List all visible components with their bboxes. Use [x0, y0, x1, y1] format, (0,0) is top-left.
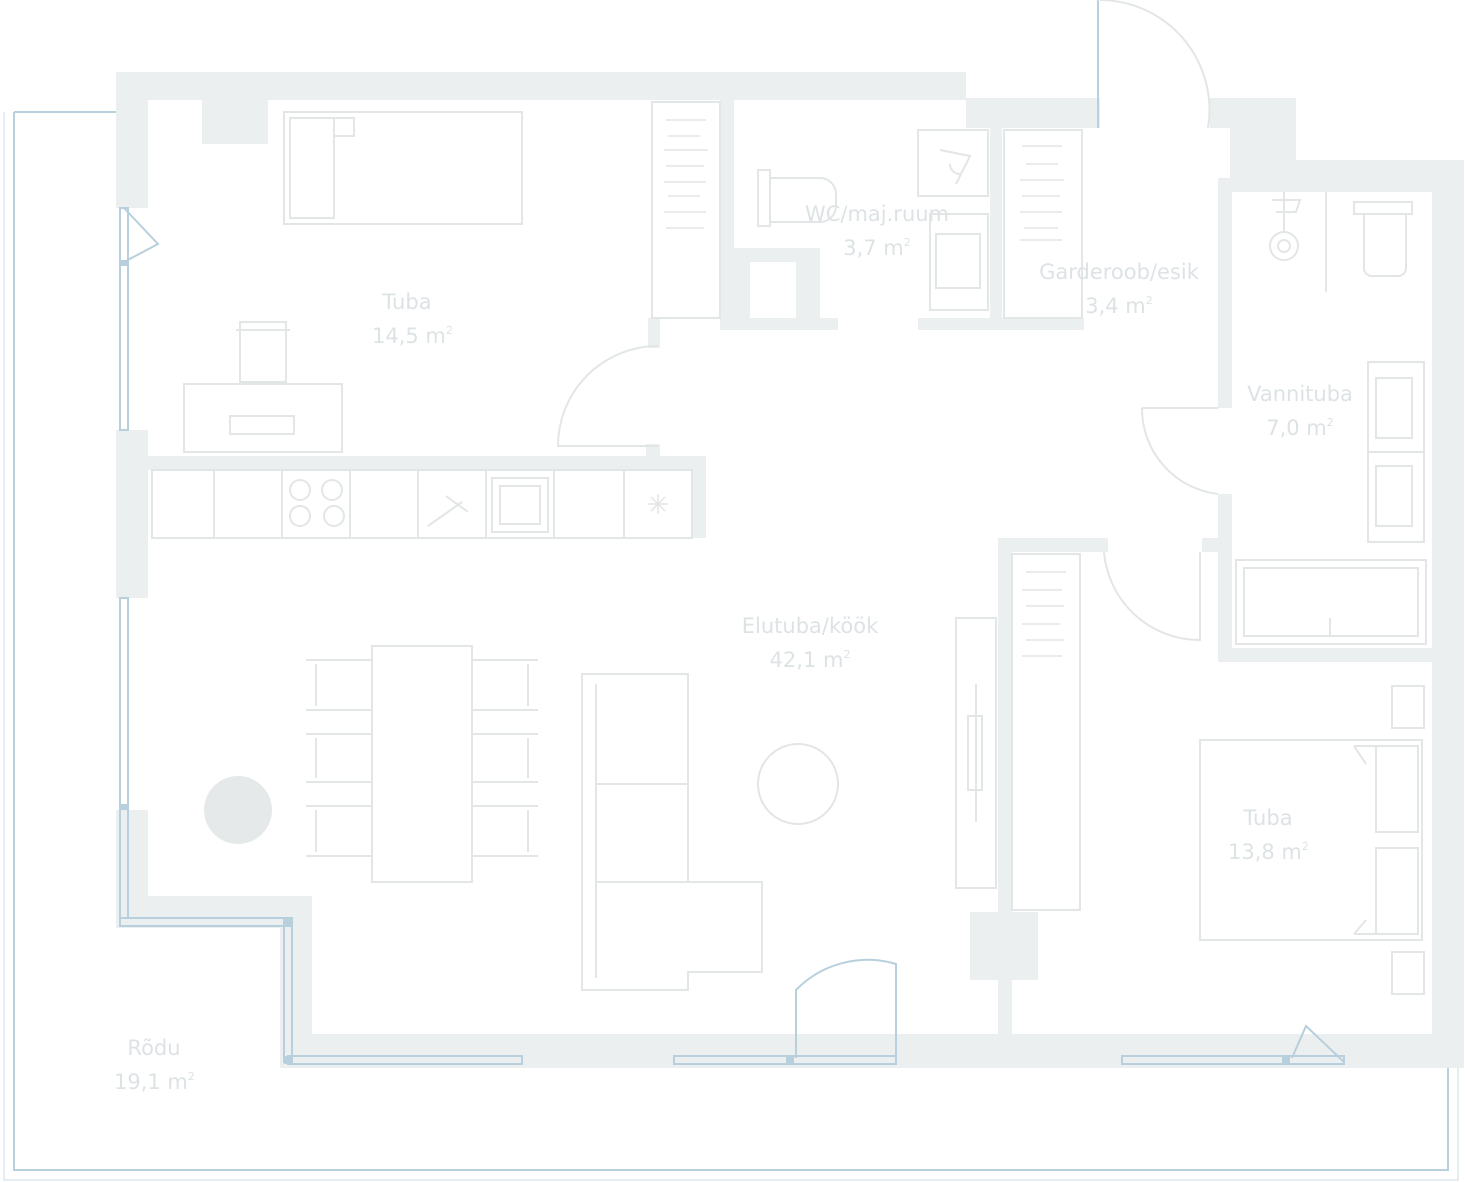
room-label-tuba-1: Tuba 14,5 m2: [372, 290, 453, 348]
room-name: Tuba: [1243, 806, 1293, 830]
room-area: 14,5 m2: [372, 324, 453, 348]
room-label-wc: WC/maj.ruum 3,7 m2: [804, 204, 950, 259]
room-area: 3,7 m2: [843, 236, 911, 260]
room-name: Vannituba: [1247, 382, 1353, 406]
kitchen-counter: [151, 469, 693, 539]
bathroom-furniture: [1235, 192, 1427, 645]
room-label-garderoob: Garderoob/esik 3,4 m2: [1034, 262, 1204, 317]
room-name: Garderoob/esik: [1039, 260, 1199, 284]
exterior-walls: [116, 72, 1464, 1068]
wc-furniture: [757, 129, 989, 311]
windows: [119, 207, 1345, 1065]
room-area: 42,1 m2: [769, 648, 851, 672]
room-name: Tuba: [382, 290, 432, 314]
room-area: 13,8 m2: [1228, 840, 1309, 864]
living-furniture: [581, 617, 997, 991]
dining-set: [204, 645, 538, 883]
room-label-tuba-2: Tuba 13,8 m2: [1228, 806, 1309, 864]
room-name: Elutuba/köök: [741, 614, 879, 638]
room-area: 19,1 m2: [114, 1070, 195, 1094]
wardrobes: [651, 101, 1083, 911]
bedroom2-furniture: [1199, 685, 1425, 995]
room-name: Rõdu: [127, 1036, 181, 1060]
doors: [123, 0, 1345, 1063]
room-label-elutuba: Elutuba/köök 42,1 m2: [738, 616, 882, 671]
room-area: 3,4 m2: [1085, 294, 1153, 318]
bedroom1-furniture: [183, 111, 523, 453]
interior-walls: [148, 98, 1432, 1038]
room-name: WC/maj.ruum: [804, 202, 950, 226]
room-label-rodu: Rõdu 19,1 m2: [114, 1036, 195, 1094]
balcony-outline: [3, 111, 1459, 1181]
room-area: 7,0 m2: [1266, 416, 1334, 440]
room-label-vannituba: Vannituba 7,0 m2: [1244, 384, 1356, 439]
